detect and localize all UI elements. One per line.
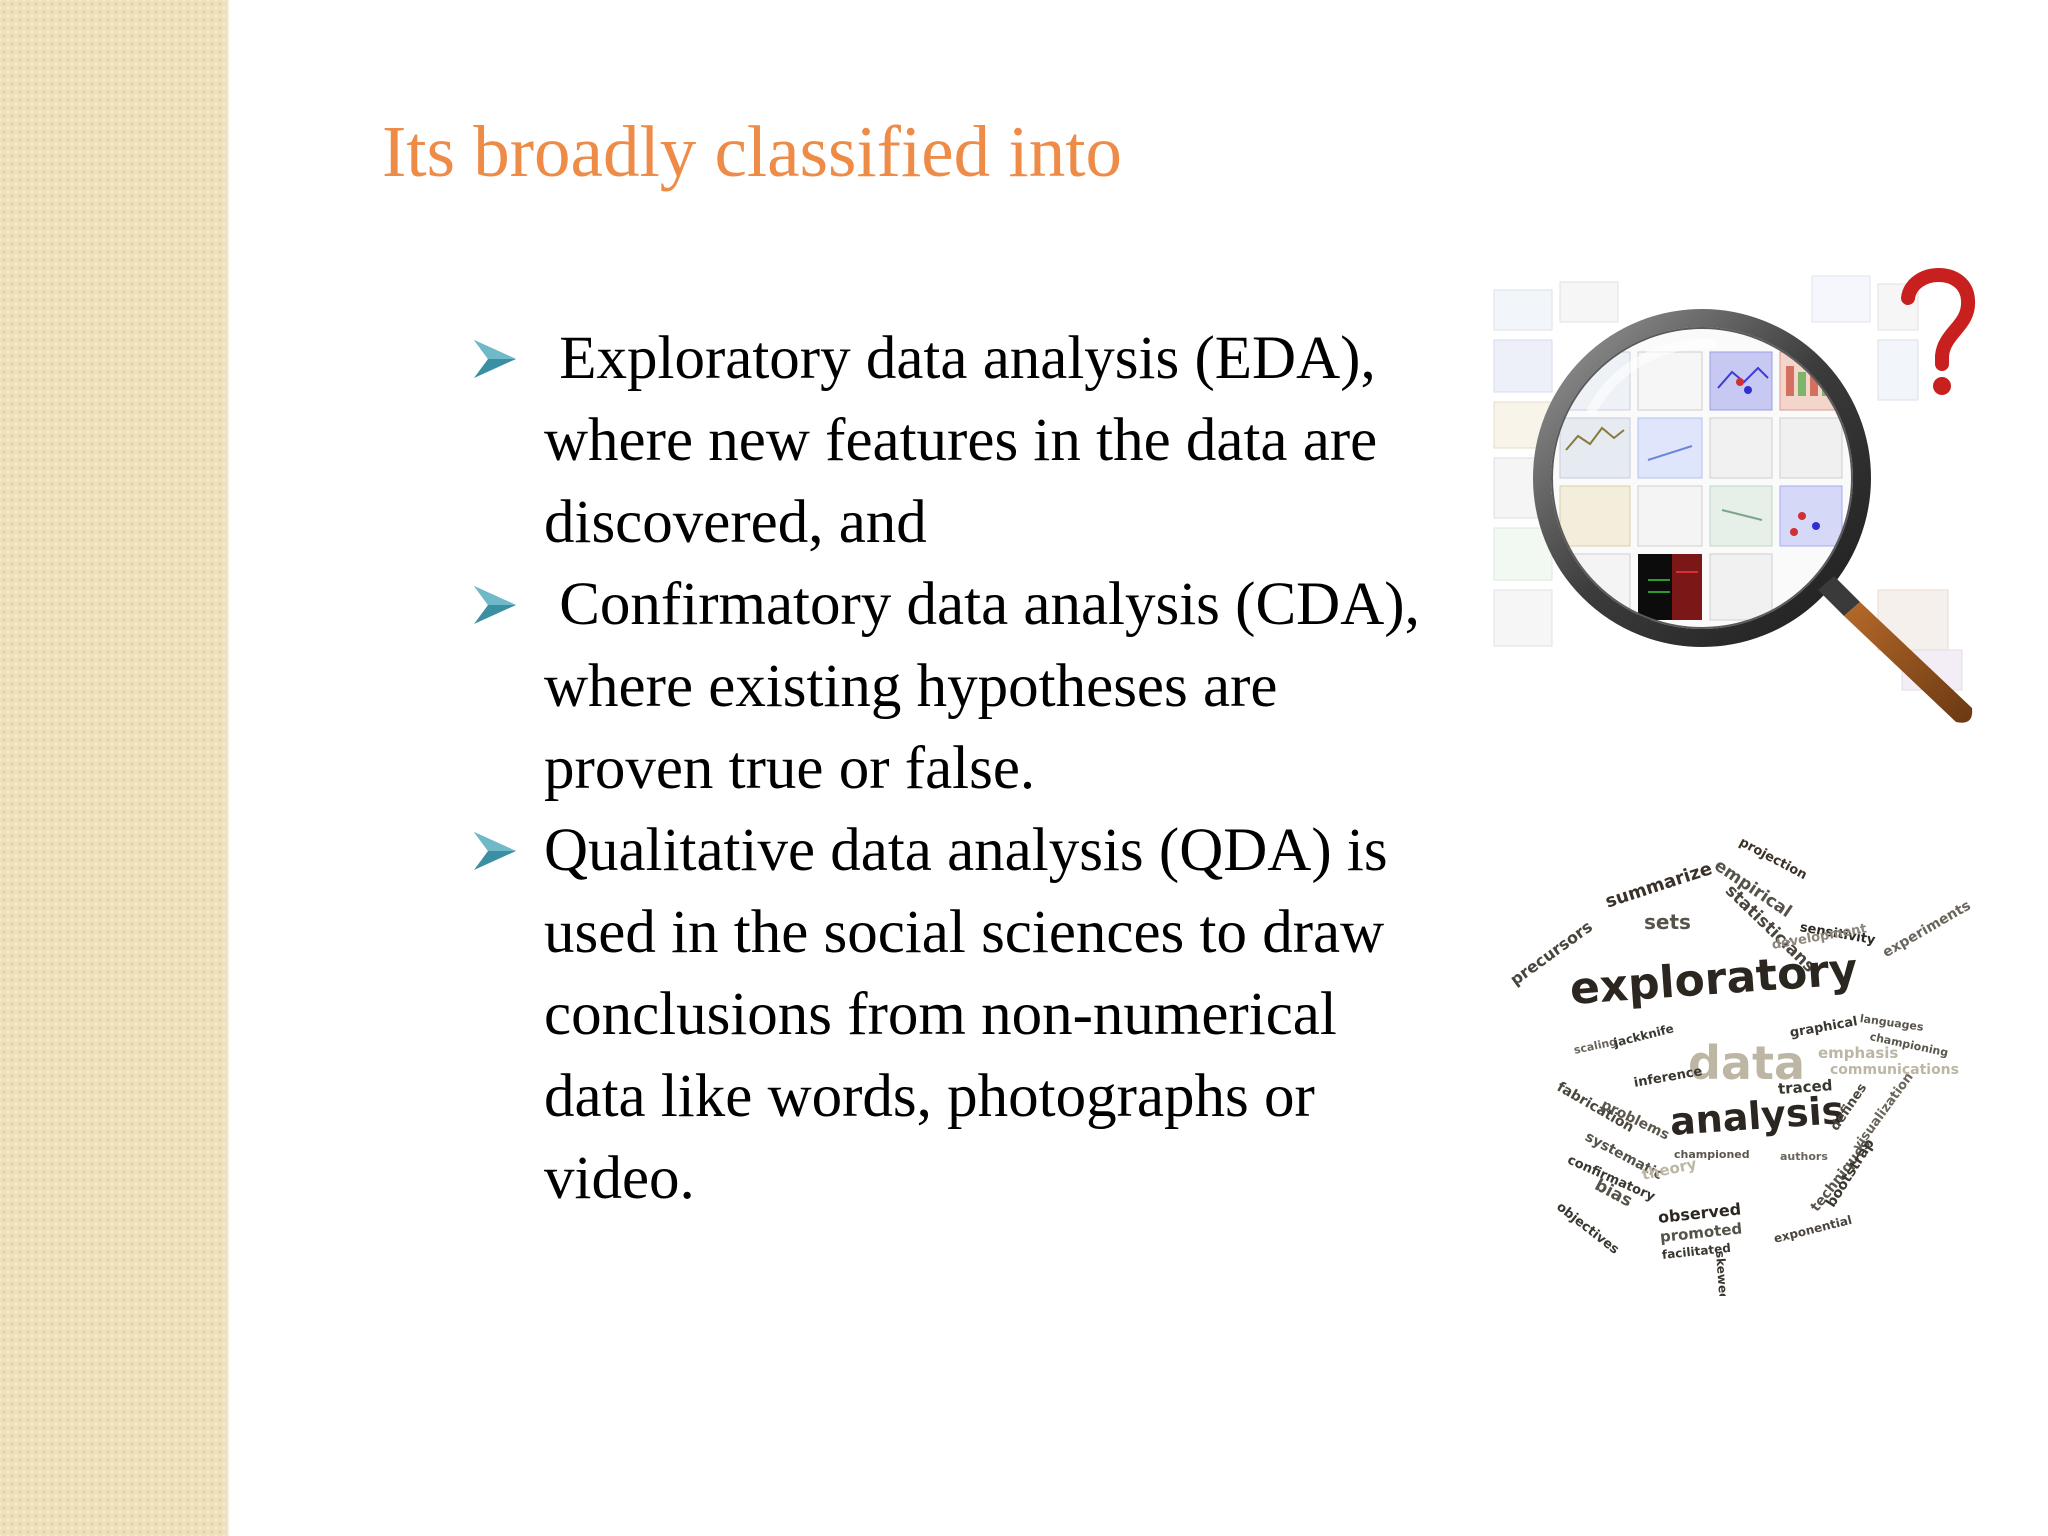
wordcloud-word: analysis: [1668, 1087, 1846, 1144]
side-strip-edge: [226, 0, 229, 1536]
wordcloud-word: skewed: [1713, 1250, 1731, 1296]
magnifier-illustration: [1482, 260, 1982, 730]
bullet-text: Qualitative data analysis (QDA) is used …: [544, 817, 1388, 1212]
bullet-lead: Qualitative data analysis (QDA): [544, 817, 1332, 884]
wordcloud-word: data: [1688, 1036, 1805, 1090]
wordcloud-word: exponential: [1772, 1212, 1854, 1246]
wordcloud-word: championed: [1674, 1148, 1750, 1161]
wordcloud-word: jackknife: [1612, 1021, 1676, 1050]
wordcloud-word: scaling: [1572, 1035, 1619, 1057]
arrowhead-bullet-icon: [472, 828, 518, 874]
bullet-lead: Exploratory data analysis: [544, 325, 1180, 392]
bullet-rest: is used in the social sciences to draw c…: [544, 817, 1388, 1212]
decorative-side-strip: [0, 0, 226, 1536]
magnifying-glass-icon: [1493, 268, 1976, 723]
wordcloud-word: communications: [1830, 1062, 1959, 1078]
wordcloud-word: emphasis: [1818, 1044, 1899, 1062]
wordcloud-word: summarize: [1602, 858, 1715, 913]
wordcloud-word: experiments: [1880, 897, 1974, 961]
bullet-list: Exploratory data analysis (EDA), where n…: [472, 318, 1442, 1220]
bullet-item-eda: Exploratory data analysis (EDA), where n…: [472, 318, 1442, 564]
arrowhead-bullet-icon: [472, 336, 518, 382]
question-mark-icon: [1901, 268, 1976, 395]
slide-title: Its broadly classified into: [382, 111, 1122, 192]
wordcloud-word: sets: [1644, 910, 1691, 934]
bullet-rest: (EDA), where new features in the data ar…: [544, 325, 1378, 556]
bullet-text: Confirmatory data analysis (CDA), where …: [544, 571, 1420, 802]
wordcloud-word: authors: [1780, 1150, 1828, 1163]
bullet-lead: Confirmatory data analysis: [544, 571, 1220, 638]
bullet-item-qda: Qualitative data analysis (QDA) is used …: [472, 810, 1442, 1220]
wordcloud-word: exploratory: [1568, 943, 1860, 1015]
bullet-item-cda: Confirmatory data analysis (CDA), where …: [472, 564, 1442, 810]
magnifier-handle: [1818, 576, 1973, 723]
bullet-text: Exploratory data analysis (EDA), where n…: [544, 325, 1377, 556]
lens-content: [1544, 320, 1860, 636]
wordcloud-word: languages: [1859, 1012, 1925, 1034]
wordcloud-word: theory: [1640, 1154, 1699, 1184]
wordcloud-word: objectives: [1553, 1199, 1622, 1258]
arrowhead-bullet-icon: [472, 582, 518, 628]
bullet-rest: (CDA), where existing hypotheses are pro…: [544, 571, 1420, 802]
